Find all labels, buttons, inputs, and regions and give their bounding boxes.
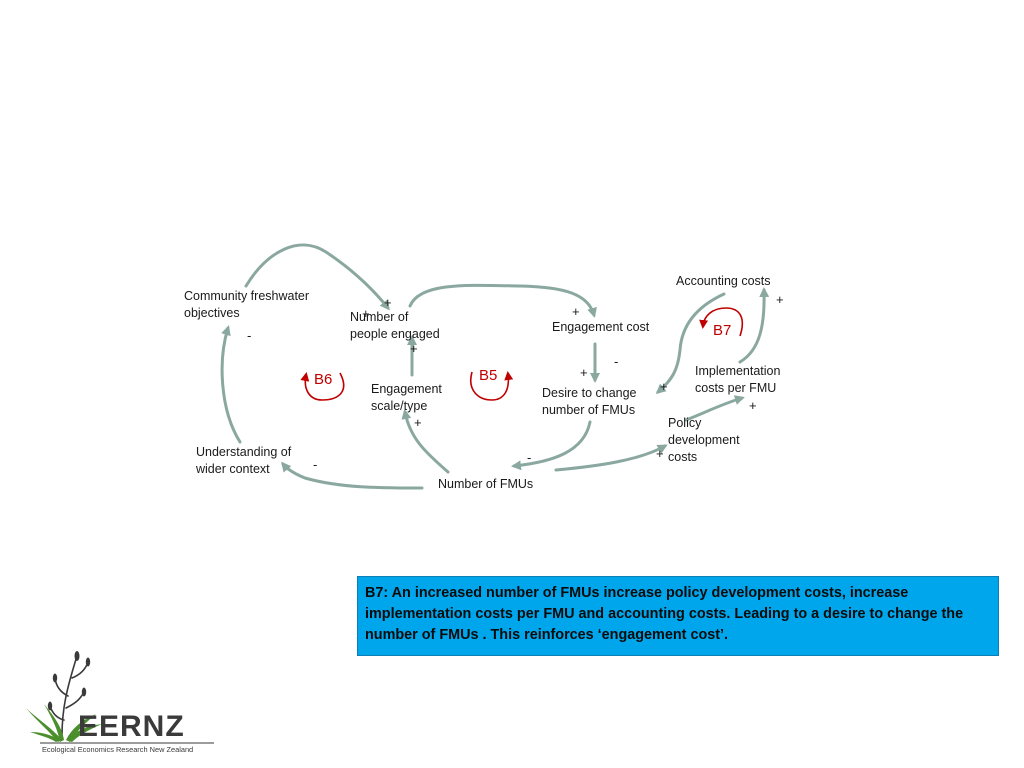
arrow-fmus-to-understanding [281, 461, 424, 490]
polarity-sign: + [656, 446, 664, 461]
loop-b7-arrow [699, 307, 744, 337]
node-label: Number of people engaged [350, 310, 440, 341]
arrow-fmus-to-engagement-scale [401, 409, 450, 474]
polarity-sign: + [776, 292, 784, 307]
loop-b5-arrow [470, 371, 514, 401]
loop-b6-arrow [300, 372, 345, 401]
node-desire-to-change-number-of-fmus: Desire to change number of FMUs [542, 385, 637, 419]
arrow-accounting-to-desire [655, 292, 726, 394]
node-label: Number of FMUs [438, 477, 534, 491]
node-label: Desire to change number of FMUs [542, 386, 637, 417]
logo-tagline: Ecological Economics Research New Zealan… [42, 745, 193, 754]
polarity-sign: + [580, 365, 588, 380]
node-number-of-fmus: Number of FMUs [438, 476, 533, 493]
node-label: Engagement cost [552, 320, 650, 334]
polarity-sign: - [527, 450, 532, 465]
polarity-sign: - [313, 457, 318, 472]
node-number-of-people-engaged: Number of people engaged [350, 309, 440, 343]
polarity-sign: - [614, 354, 619, 369]
loop-label-b5: B5 [479, 367, 498, 384]
node-engagement-cost: Engagement cost [552, 319, 649, 336]
arrow-implementation-to-accounting [738, 287, 770, 364]
arrow-policy-to-implementation [684, 395, 745, 422]
polarity-sign: + [410, 341, 418, 356]
polarity-sign: + [660, 379, 668, 394]
node-label: Community freshwater objectives [184, 289, 310, 320]
loop-label-b7: B7 [713, 322, 732, 339]
node-label: Understanding of wider context [196, 445, 292, 476]
explanation-box: B7: An increased number of FMUs increase… [357, 576, 999, 656]
polarity-sign: + [362, 306, 370, 321]
eernz-logo: EERNZ Ecological Economics Research New … [26, 651, 214, 754]
logo-wordmark: EERNZ [78, 710, 185, 743]
node-label: Accounting costs [676, 274, 771, 288]
polarity-sign: - [247, 328, 252, 343]
arrow-desire-to-number-of-fmus [511, 420, 592, 471]
arrow-people-engaged-to-engagement-cost [408, 283, 597, 318]
node-accounting-costs: Accounting costs [676, 273, 771, 290]
explanation-text: B7: An increased number of FMUs increase… [365, 585, 964, 643]
node-engagement-scale-type: Engagement scale/type [371, 381, 442, 415]
polarity-sign: + [414, 415, 422, 430]
polarity-sign: + [749, 398, 757, 413]
arrow-understanding-to-objectives [220, 325, 242, 444]
polarity-sign: + [384, 295, 392, 310]
node-label: Implementation costs per FMU [695, 364, 781, 395]
node-understanding-of-wider-context: Understanding of wider context [196, 444, 291, 478]
node-implementation-costs-per-fmu: Implementation costs per FMU [695, 363, 780, 397]
loop-label-b6: B6 [314, 371, 333, 388]
arrow-fmus-to-policy-costs [554, 444, 668, 472]
node-community-freshwater-objectives: Community freshwater objectives [184, 288, 309, 322]
polarity-sign: + [572, 304, 580, 319]
node-label: Engagement scale/type [371, 382, 442, 413]
node-label: Policy development costs [668, 416, 740, 464]
arrow-objectives-to-people-engaged [244, 243, 390, 311]
node-policy-development-costs: Policy development costs [668, 415, 740, 466]
